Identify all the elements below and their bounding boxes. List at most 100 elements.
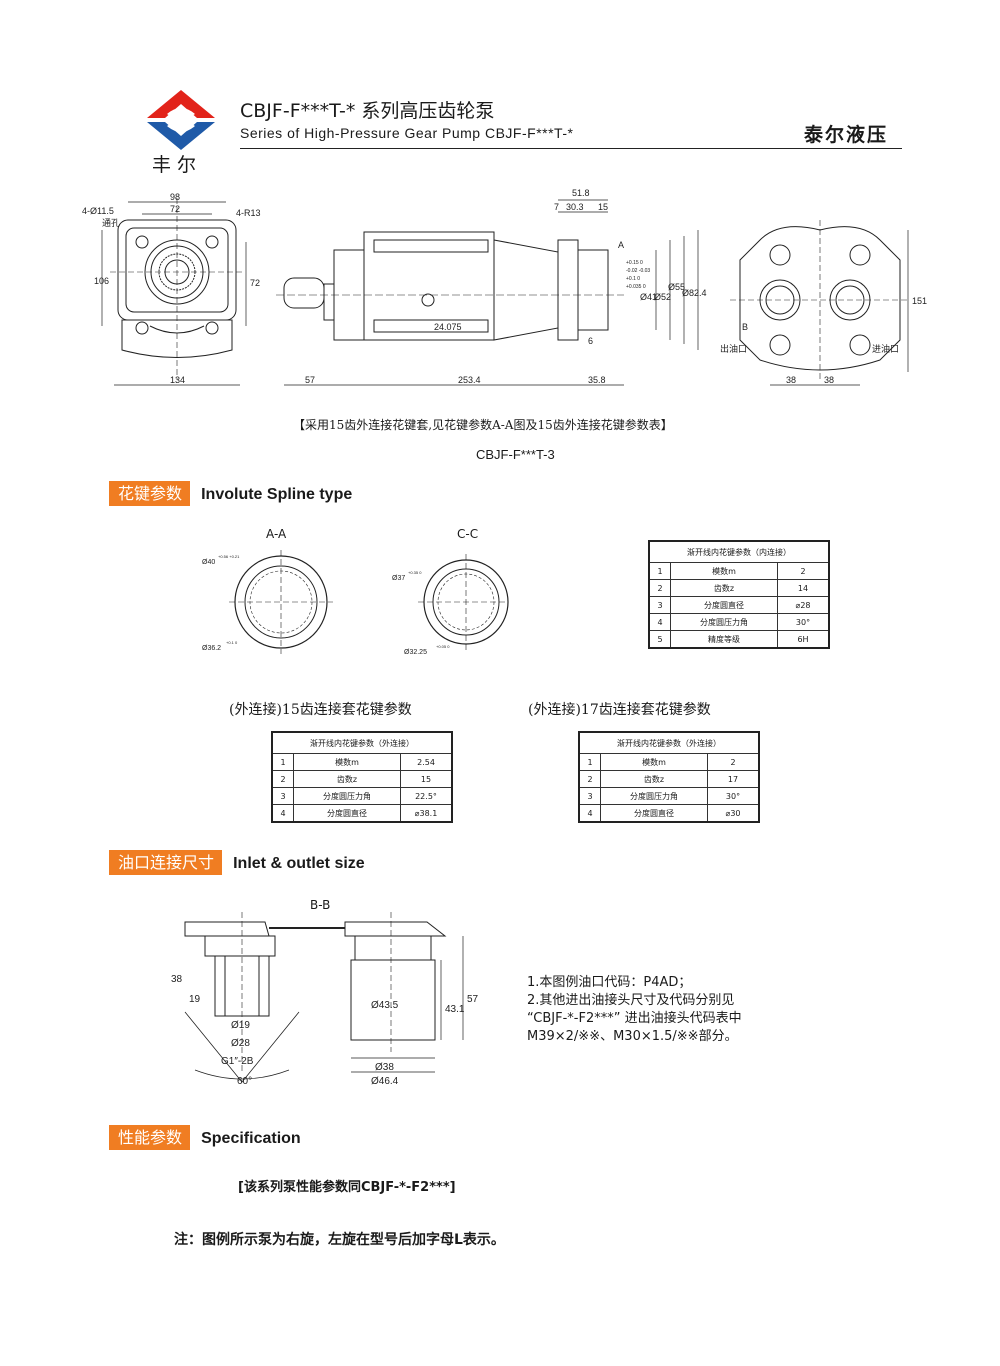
page-subtitle: Series of High-Pressure Gear Pump CBJF-F… (240, 125, 574, 141)
dim-151: 151 (912, 296, 927, 306)
cc-tol-32: +0.05 0 (436, 644, 450, 649)
dim-106: 106 (94, 276, 109, 286)
port-dim-38: 38 (171, 974, 183, 985)
spline-aa-view (229, 550, 333, 654)
pump-drawing: 98 72 4-Ø11.5 通孔 4-R13 106 72 134 57 253… (82, 188, 927, 386)
tol-d41: +0.15 0 (626, 260, 643, 266)
dim-51-8: 51.8 (572, 188, 590, 198)
section-cc-label: C-C (457, 527, 479, 541)
spec-section-tag: 性能参数 (109, 1125, 191, 1150)
spec-section-title: Specification (201, 1130, 301, 1147)
side-view (276, 199, 699, 386)
dim-r13: 4-R13 (236, 208, 261, 218)
dim-134: 134 (170, 375, 185, 385)
spec-text: [该系列泵性能参数同CBJF-*-F2***] (238, 1180, 456, 1195)
tol-d82-4: +0.035 0 (626, 284, 646, 290)
cc-dia-37: Ø37 (392, 575, 405, 582)
model-number: CBJF-F***T-3 (476, 447, 555, 462)
dim-24: 24.075 (434, 322, 462, 332)
logo-mark-icon (147, 90, 215, 150)
dim-253: 253.4 (458, 375, 481, 385)
inlet-label: 进油口 (872, 343, 899, 354)
port-dia-43-5: Ø43.5 (371, 1000, 399, 1011)
aa-tol-40: +0.56 +0.21 (218, 554, 240, 559)
cc-tol-37: +0.35 0 (408, 570, 422, 575)
logo-text: 丰尔 (152, 154, 203, 176)
section-mark-a: A (618, 240, 624, 250)
port-dia-28: Ø28 (231, 1038, 250, 1049)
port-right-view (344, 912, 464, 1073)
table15-header: 渐开线内花键参数（外连接） (271, 731, 453, 754)
spline-cc-view (418, 554, 509, 650)
section-bb-label: B-B (310, 898, 331, 912)
spline-section-title: Involute Spline type (201, 486, 353, 503)
dim-35-8: 35.8 (588, 375, 606, 385)
dim-38-left: 38 (786, 375, 796, 385)
spline-sections-drawing: Ø40 +0.56 +0.21 Ø36.2 +0.1 0 Ø37 +0.35 0… (202, 550, 509, 656)
dim-6: 6 (588, 336, 593, 346)
port-dia-46-4: Ø46.4 (371, 1076, 399, 1087)
rotation-footnote: 注：图例所示泵为右旋，左旋在型号后加字母L表示。 (174, 1232, 505, 1248)
aa-dia-36: Ø36.2 (202, 645, 221, 652)
port-dia-19: Ø19 (231, 1020, 250, 1031)
spline-section-tag: 花键参数 (109, 481, 191, 506)
rear-view (730, 220, 910, 386)
inlet-section-tag: 油口连接尺寸 (109, 850, 223, 875)
logo (145, 88, 217, 152)
dim-hole: 4-Ø11.5 (82, 206, 114, 216)
inlet-section-header: 油口连接尺寸 Inlet & outlet size (109, 849, 365, 875)
port-section-drawing: 38 19 Ø19 Ø28 G1″-2B 60° Ø43.5 43.1 57 Ø… (171, 912, 479, 1087)
port-dim-43-1: 43.1 (445, 1004, 465, 1015)
dim-15: 15 (598, 202, 608, 212)
brand-name: 泰尔液压 (804, 124, 889, 146)
aa-tol-36: +0.1 0 (226, 640, 238, 645)
section-mark-b: B (742, 322, 748, 332)
table17-header: 渐开线内花键参数（外连接） (578, 731, 760, 754)
header-divider (240, 148, 902, 149)
outlet-label: 出油口 (720, 343, 747, 354)
front-view (101, 198, 247, 386)
port-dim-19: 19 (189, 994, 201, 1005)
cc-dia-32: Ø32.25 (404, 649, 427, 656)
spline-section-header: 花键参数 Involute Spline type (109, 480, 353, 506)
dim-72-vertical: 72 (250, 278, 260, 288)
dim-through: 通孔 (102, 218, 120, 228)
port-angle: 60° (237, 1076, 252, 1087)
table15-caption: (外连接)15齿连接套花键参数 (229, 702, 412, 718)
note-line: M39×2/※※、M30×1.5/※※部分。 (527, 1029, 738, 1044)
table17-caption: (外连接)17齿连接套花键参数 (528, 702, 711, 718)
port-dim-57: 57 (467, 994, 479, 1005)
spec-section-header: 性能参数 Specification (109, 1124, 301, 1150)
port-dia-38: Ø38 (375, 1062, 394, 1073)
dim-30-3: 30.3 (566, 202, 584, 212)
port-left-view (184, 912, 345, 1083)
section-aa-label: A-A (266, 527, 287, 541)
port-thread: G1″-2B (221, 1056, 254, 1067)
tol-d55: +0.1 0 (626, 276, 640, 282)
dim-98: 98 (170, 192, 180, 202)
dim-d41: Ø41 (640, 292, 657, 302)
inner-spline-table-header: 渐开线内花键参数（内连接） (648, 540, 830, 563)
dim-72: 72 (170, 204, 180, 214)
dim-7: 7 (554, 202, 559, 212)
dim-57: 57 (305, 375, 315, 385)
dim-d55: Ø55 (668, 282, 685, 292)
drawing-caption: 【采用15齿外连接花键套,见花键参数A-A图及15齿外连接花键参数表】 (293, 418, 673, 432)
inlet-notes: 1.本图例油口代码：P4AD； 2.其他进出油接头尺寸及代码分别见 “CBJF-… (527, 974, 742, 1046)
note-line: 2.其他进出油接头尺寸及代码分别见 (527, 993, 735, 1008)
page-title: CBJF-F***T-* 系列高压齿轮泵 (240, 100, 495, 122)
